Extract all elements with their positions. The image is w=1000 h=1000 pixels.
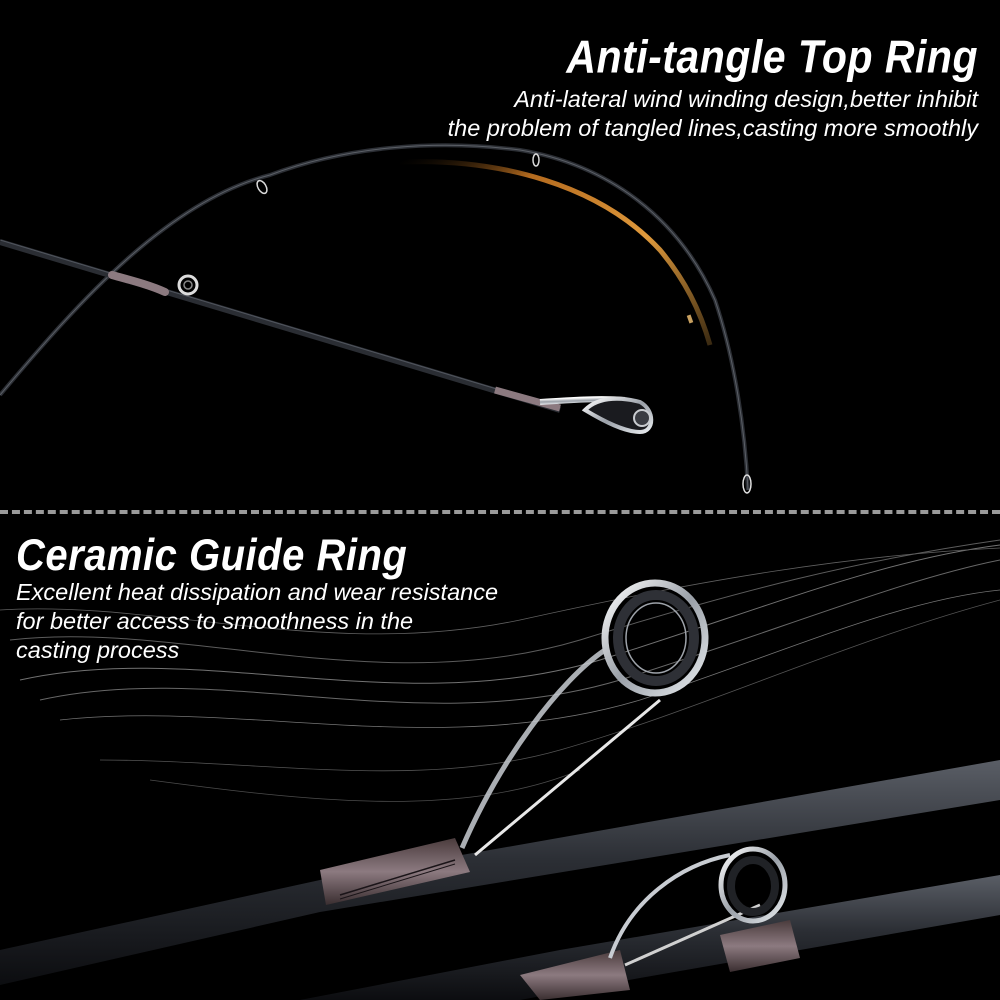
description-line: the problem of tangled lines,casting mor… bbox=[447, 115, 978, 141]
feature-anti-tangle-top-ring: Anti-tangle Top Ring Anti-lateral wind w… bbox=[448, 31, 978, 143]
dashed-divider bbox=[0, 510, 1000, 514]
feature-ceramic-guide-ring: Ceramic Guide Ring Excellent heat dissip… bbox=[0, 514, 1000, 1000]
smoke-lines bbox=[0, 539, 1000, 802]
upper-rod-blank bbox=[0, 760, 1000, 985]
feature-title: Ceramic Guide Ring bbox=[16, 531, 408, 581]
lower-rod-blank bbox=[300, 875, 1000, 1000]
feature-title: Anti-tangle Top Ring bbox=[566, 31, 978, 83]
lower-guide bbox=[608, 846, 788, 967]
description-line: Excellent heat dissipation and wear resi… bbox=[16, 579, 499, 605]
description-line: Anti-lateral wind winding design,better … bbox=[514, 86, 978, 112]
ceramic-guide bbox=[459, 579, 709, 857]
description-line: for better access to smoothness in the bbox=[16, 608, 414, 634]
top-rod-arc bbox=[0, 143, 752, 494]
feature-description: Anti-lateral wind winding design,better … bbox=[448, 85, 978, 143]
description-line: casting process bbox=[16, 637, 180, 663]
feature-description: Excellent heat dissipation and wear resi… bbox=[16, 578, 498, 665]
top-rod-straight bbox=[0, 239, 654, 435]
